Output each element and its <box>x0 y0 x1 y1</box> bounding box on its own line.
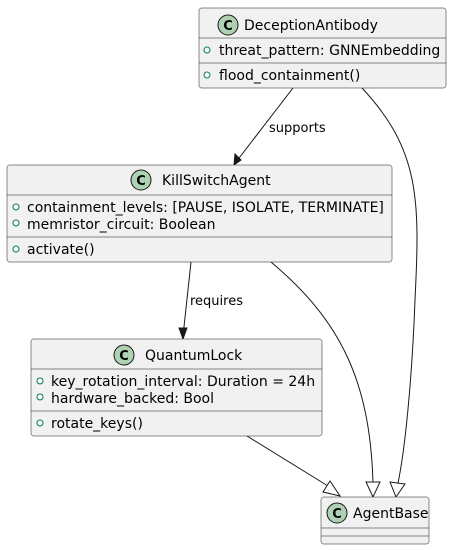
method-rotate-keys: rotate_keys() <box>51 416 143 432</box>
relation-label-requires: requires <box>190 294 243 309</box>
class-kill-switch-agent[interactable]: C KillSwitchAgent containment_levels: [P… <box>6 164 393 263</box>
inheritance-triangle <box>322 480 342 497</box>
method-flood-containment: flood_containment() <box>219 68 360 84</box>
public-visibility-icon <box>36 419 44 427</box>
arrow-head <box>178 327 188 341</box>
attribute-containment-levels: containment_levels: [PAUSE, ISOLATE, TER… <box>27 200 384 216</box>
inheritance-triangle <box>365 481 381 499</box>
class-box <box>320 496 430 545</box>
relation-label-supports: supports <box>269 121 326 136</box>
edge-inherit-quantumlock <box>246 435 342 497</box>
attribute-hardware-backed: hardware_backed: Bool <box>51 391 214 407</box>
public-visibility-icon <box>12 219 20 227</box>
class-box <box>6 164 393 263</box>
class-type-letter: C <box>136 174 146 189</box>
public-visibility-icon <box>12 245 20 253</box>
edge-supports: supports <box>233 87 326 167</box>
class-type-letter: C <box>119 349 129 364</box>
attribute-key-rotation-interval: key_rotation_interval: Duration = 24h <box>51 374 315 390</box>
class-type-icon <box>113 344 135 366</box>
class-type-icon <box>130 169 152 191</box>
method-activate: activate() <box>27 242 95 258</box>
class-type-icon <box>217 14 239 36</box>
edge-requires: requires <box>178 261 243 341</box>
edge-inherit-killswitch <box>270 261 381 499</box>
class-box <box>30 338 323 437</box>
class-type-icon <box>326 502 348 524</box>
arrow-head <box>233 152 242 167</box>
class-box <box>198 7 447 89</box>
class-name: KillSwitchAgent <box>162 173 271 189</box>
public-visibility-icon <box>36 377 44 385</box>
public-visibility-icon <box>12 203 20 211</box>
class-name: QuantumLock <box>145 348 243 364</box>
class-name: DeceptionAntibody <box>244 18 378 34</box>
public-visibility-icon <box>203 46 211 54</box>
class-type-letter: C <box>223 19 233 34</box>
inheritance-triangle <box>389 481 406 499</box>
public-visibility-icon <box>36 393 44 401</box>
edge-inherit-deception <box>361 87 418 499</box>
class-type-letter: C <box>332 507 342 522</box>
class-name: AgentBase <box>353 506 429 522</box>
public-visibility-icon <box>203 71 211 79</box>
attribute-memristor-circuit: memristor_circuit: Boolean <box>27 217 215 233</box>
class-agent-base[interactable]: C AgentBase <box>320 496 430 545</box>
class-quantum-lock[interactable]: C QuantumLock key_rotation_interval: Dur… <box>30 338 323 437</box>
class-deception-antibody[interactable]: C DeceptionAntibody threat_pattern: GNNE… <box>198 7 447 89</box>
attribute-threat-pattern: threat_pattern: GNNEmbedding <box>219 43 440 59</box>
